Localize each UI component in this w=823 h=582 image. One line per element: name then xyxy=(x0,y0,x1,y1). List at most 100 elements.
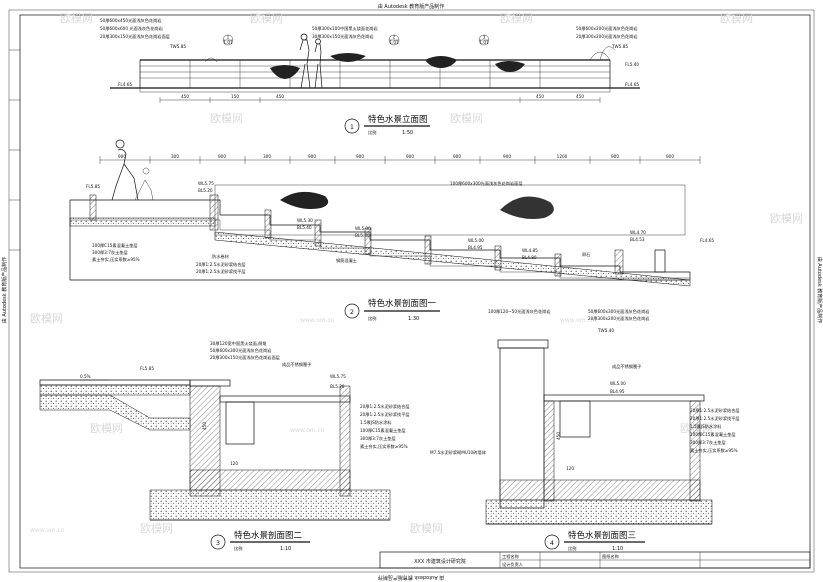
level-mark: BL5.30 xyxy=(355,233,370,238)
construction-note: 100厚C15素混凝土垫层 xyxy=(92,242,138,249)
level-mark: WL4.70 xyxy=(630,230,646,235)
watermark-logo: 欧模网 xyxy=(90,422,123,435)
drawing-number-circle xyxy=(344,303,360,319)
level-mark: WL5.75 xyxy=(330,374,346,379)
watermark-logo: 欧模网 xyxy=(720,12,753,25)
dimension-label: 120 xyxy=(566,466,574,471)
scale-label: 比例 xyxy=(368,129,376,136)
construction-note: 100厚C15素混凝土垫层 xyxy=(690,431,736,438)
construction-note: 防水卷材 xyxy=(212,253,229,260)
stamp-top: 由 Autodesk 教育版产品制作 xyxy=(378,3,445,10)
drawing-title: 特色水景立面图 xyxy=(368,114,428,125)
plant-sketch xyxy=(204,46,616,63)
svg-text:1.01: 1.01 xyxy=(223,40,233,45)
construction-note: 20厚1:2.5水泥砂浆找平层 xyxy=(690,415,740,422)
dimension-label: 900 xyxy=(356,154,364,159)
level-mark: FL4.65 xyxy=(625,82,639,87)
rock-feature xyxy=(500,196,554,219)
construction-note: 1.5厚JS防水涂料 xyxy=(360,419,392,426)
construction-note: 300厚3:7灰土垫层 xyxy=(360,435,396,442)
construction-note: 20厚1:2.5水泥砂浆结合层 xyxy=(360,403,410,410)
construction-note: 20厚1:2.5水泥砂浆结合层 xyxy=(690,407,740,414)
wall-elevation xyxy=(139,59,611,89)
construction-note: 钢筋混凝土 xyxy=(336,257,357,264)
title-block: XXX 市建筑设计研究院 工程名称 设计负责人 图纸名称 xyxy=(379,551,811,569)
construction-note: 成品不锈钢篦子 xyxy=(612,363,641,370)
level-mark: FL5.85 xyxy=(86,184,100,189)
section-three-drawing: 450 120 TW5.40 WL5.00 BL4.95 100厚120~50光… xyxy=(430,308,740,552)
watermark-logo: 欧模网 xyxy=(410,522,443,535)
construction-note: 20厚1:2.5水泥砂浆结合层 xyxy=(196,261,246,268)
level-mark: TW5.85 xyxy=(169,44,186,49)
level-mark: WL5.00 xyxy=(468,238,484,243)
svg-text:2: 2 xyxy=(393,35,396,40)
drain-box xyxy=(654,249,666,273)
watermark-logo: 欧模网 xyxy=(140,522,173,535)
drain-channel xyxy=(559,400,591,438)
dimension-label: 450 xyxy=(181,94,189,99)
drain-channel xyxy=(225,401,255,445)
watermark-url: www.om.cn xyxy=(300,317,335,324)
dimension-label: 900 xyxy=(611,154,619,159)
svg-text:1.01: 1.01 xyxy=(479,40,489,45)
material-callout: 20厚300x200光面浅灰色花岗岩 xyxy=(576,33,637,40)
rock-feature xyxy=(280,191,329,209)
scale-value: 1:10 xyxy=(612,546,623,552)
dimension-label: 1200 xyxy=(557,154,568,159)
watermark-logo: 欧模网 xyxy=(770,212,803,225)
scale-value: 1:50 xyxy=(402,130,413,136)
section-one-drawing: 900 300 900 300 900 900 900 900 900 1200… xyxy=(69,139,714,322)
construction-note: M7.5水泥砂浆砌MU10砖墙体 xyxy=(430,449,487,456)
material-callout: 50厚600x450光面浅灰色花岗岩 xyxy=(100,17,161,24)
gravel-subbase xyxy=(485,499,713,525)
material-callout: 30厚300x150光面浅灰色花岗岩 xyxy=(312,33,373,40)
stamp-bottom: 由 Autodesk 教育版产品制作 xyxy=(378,574,445,581)
material-callout: 20厚300x150光面浅灰色花岗岩面层 xyxy=(100,33,170,40)
gravel-subbase xyxy=(149,489,391,521)
child-figure xyxy=(134,167,154,201)
construction-note: 300厚3:7灰土垫层 xyxy=(690,439,726,446)
level-mark: BL5.40 xyxy=(297,225,312,230)
titleblock-field: 设计负责人 xyxy=(502,561,524,568)
watermarks: 欧模网 欧模网 欧模网 欧模网 欧模网 欧模网 欧模网 欧模网 www.om.c… xyxy=(30,12,803,535)
stone-bowl xyxy=(270,65,300,79)
watermark-logo: 欧模网 xyxy=(250,12,283,25)
dimension-label: 900 xyxy=(118,154,126,159)
construction-note: 30厚120宽中国黑火烧面,倒角 xyxy=(210,340,267,347)
construction-note: 20厚1:2.5水泥砂浆找平层 xyxy=(360,411,410,418)
drawing-number-circle xyxy=(210,534,226,550)
material-callout: 50厚300x100中国黑火烧面花岗岩 xyxy=(312,25,378,32)
level-mark: TW5.85 xyxy=(611,44,628,49)
coping-stone xyxy=(497,339,549,349)
level-mark: WL4.85 xyxy=(522,248,538,253)
level-mark: BL4.80 xyxy=(522,255,537,260)
drawing-number: 2 xyxy=(350,308,354,316)
construction-note: 100厚600x300光面浅灰色花岗岩面层 xyxy=(450,180,523,187)
drawing-number: 4 xyxy=(550,539,554,547)
level-mark: BL5.20 xyxy=(330,384,345,389)
titleblock-field: 图纸名称 xyxy=(602,553,619,560)
detail-markers: 1 1.01 2 1.01 3 1.01 xyxy=(222,35,490,46)
stepped-basins xyxy=(69,199,691,281)
construction-note: 100厚120~50光面浅灰色花岗岩 xyxy=(488,308,551,315)
watermark-logo: 欧模网 xyxy=(60,12,93,25)
slope-label: 0.5% xyxy=(80,374,91,379)
dimension-label: 450 xyxy=(276,94,284,99)
section-two-drawing: 0.5% 450 120 FL5.85 WL5.75 BL5.20 30厚120… xyxy=(39,340,410,552)
watermark-url: www.om.cn xyxy=(560,317,595,324)
dimension-label: 450 xyxy=(536,94,544,99)
svg-text:3: 3 xyxy=(483,35,486,40)
level-mark: BL5.20 xyxy=(198,188,213,193)
construction-note: 素土夯实,压实系数≥95% xyxy=(92,256,140,263)
titleblock-field: 工程名称 xyxy=(502,553,519,560)
level-mark: WL5.75 xyxy=(198,181,214,186)
dimension-label: 450 xyxy=(202,422,207,430)
drawing-number: 1 xyxy=(350,123,354,131)
stone-bowl xyxy=(330,53,366,62)
drawing-title: 特色水景剖面图三 xyxy=(568,530,636,541)
scale-value: 1:10 xyxy=(280,546,291,552)
human-figure xyxy=(299,33,311,89)
institute-name: XXX 市建筑设计研究院 xyxy=(414,558,466,565)
